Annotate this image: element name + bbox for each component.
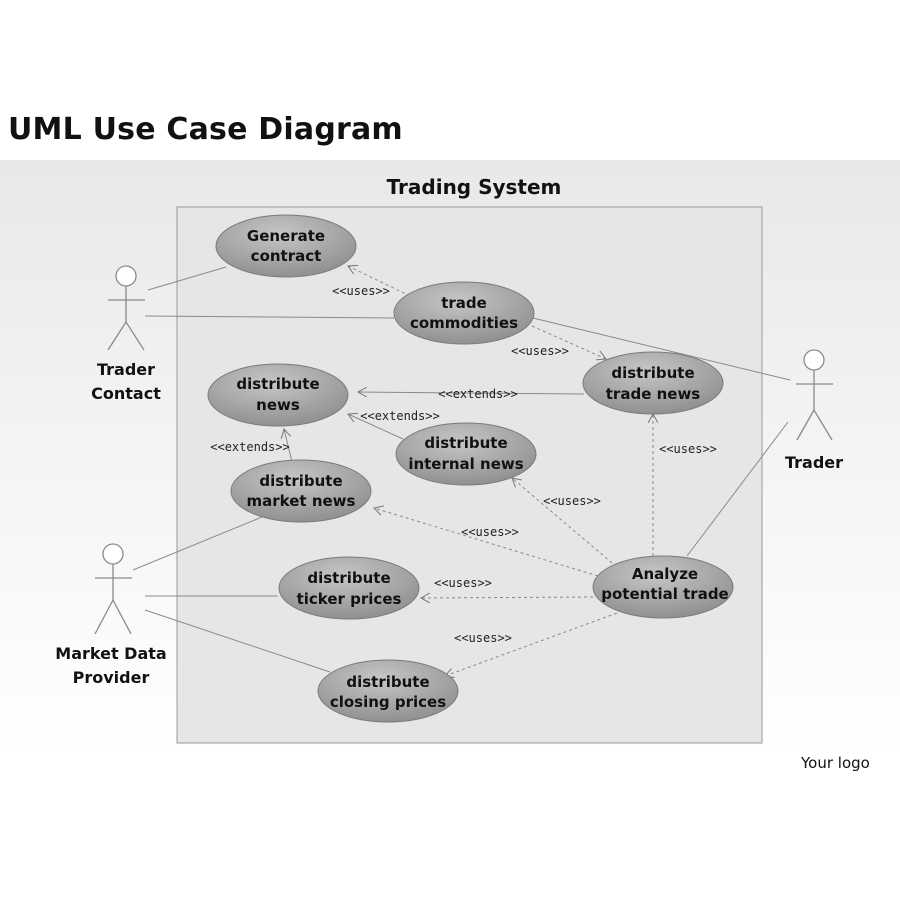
assoc-tradercontact-trade bbox=[144, 315, 395, 319]
svg-text:contract: contract bbox=[251, 247, 322, 265]
svg-text:distribute: distribute bbox=[611, 364, 694, 382]
svg-text:market news: market news bbox=[247, 492, 356, 510]
actor-market-data-provider-figure bbox=[94, 543, 132, 635]
svg-text:ticker prices: ticker prices bbox=[297, 590, 402, 608]
actor-label-market-data-provider-2: Provider bbox=[73, 668, 150, 687]
svg-text:Generate: Generate bbox=[247, 227, 325, 245]
svg-text:potential trade: potential trade bbox=[601, 585, 728, 603]
relation-label-extends-3: <<extends>> bbox=[210, 440, 289, 454]
relation-label-uses-7: <<uses>> bbox=[454, 631, 512, 645]
use-case-distribute-internal-news: distribute internal news bbox=[395, 422, 537, 486]
svg-text:trade news: trade news bbox=[606, 385, 701, 403]
actor-label-market-data-provider-1: Market Data bbox=[55, 644, 166, 663]
svg-text:commodities: commodities bbox=[410, 314, 518, 332]
actor-label-trader: Trader bbox=[785, 453, 843, 472]
assoc-trader-analyze bbox=[686, 421, 789, 557]
relation-label-extends-2: <<extends>> bbox=[360, 409, 439, 423]
svg-text:closing prices: closing prices bbox=[330, 693, 446, 711]
svg-text:distribute: distribute bbox=[236, 375, 319, 393]
svg-text:distribute: distribute bbox=[424, 434, 507, 452]
actor-trader-figure bbox=[796, 349, 833, 441]
actor-label-trader-contact-1: Trader bbox=[97, 360, 155, 379]
assoc-mdp-closing bbox=[144, 609, 331, 673]
ext-marketnews-news bbox=[284, 429, 293, 463]
dep-trade-tradenews bbox=[531, 325, 606, 359]
svg-text:internal news: internal news bbox=[408, 455, 523, 473]
relation-label-uses-3: <<uses>> bbox=[659, 442, 717, 456]
system-title: Trading System bbox=[387, 175, 562, 199]
actor-label-trader-contact-2: Contact bbox=[91, 384, 161, 403]
assoc-trader-trade bbox=[532, 317, 791, 381]
use-case-distribute-ticker-prices: distribute ticker prices bbox=[278, 556, 420, 620]
logo-placeholder: Your logo bbox=[801, 754, 870, 772]
svg-text:distribute: distribute bbox=[307, 569, 390, 587]
relation-label-uses-2: <<uses>> bbox=[511, 344, 569, 358]
svg-text:distribute: distribute bbox=[346, 673, 429, 691]
use-case-distribute-news: distribute news bbox=[207, 363, 349, 427]
use-case-distribute-market-news: distribute market news bbox=[230, 459, 372, 523]
svg-text:Analyze: Analyze bbox=[632, 565, 698, 583]
relation-label-uses-4: <<uses>> bbox=[543, 494, 601, 508]
assoc-tradercontact-generate bbox=[147, 266, 227, 291]
use-case-analyze-potential-trade: Analyze potential trade bbox=[592, 555, 734, 619]
relation-label-extends-1: <<extends>> bbox=[438, 387, 517, 401]
relation-label-uses-6: <<uses>> bbox=[434, 576, 492, 590]
svg-text:trade: trade bbox=[441, 294, 487, 312]
use-case-trade-commodities: trade commodities bbox=[393, 281, 535, 345]
svg-text:news: news bbox=[256, 396, 300, 414]
page-title: UML Use Case Diagram bbox=[8, 112, 403, 147]
use-case-distribute-closing-prices: distribute closing prices bbox=[317, 659, 459, 723]
relation-label-uses-1: <<uses>> bbox=[332, 284, 390, 298]
dep-analyze-internal bbox=[512, 478, 613, 564]
ext-internal-news bbox=[348, 414, 404, 440]
svg-text:distribute: distribute bbox=[259, 472, 342, 490]
dep-analyze-ticker bbox=[421, 597, 594, 598]
ext-tradenews-news bbox=[358, 392, 585, 394]
assoc-mdp-marketnews bbox=[132, 516, 263, 571]
dep-analyze-closing bbox=[445, 612, 618, 676]
actor-trader-contact-figure bbox=[107, 265, 145, 351]
relation-label-uses-5: <<uses>> bbox=[461, 525, 519, 539]
use-case-generate-contract: Generate contract bbox=[215, 214, 357, 278]
use-case-distribute-trade-news: distribute trade news bbox=[582, 351, 724, 415]
